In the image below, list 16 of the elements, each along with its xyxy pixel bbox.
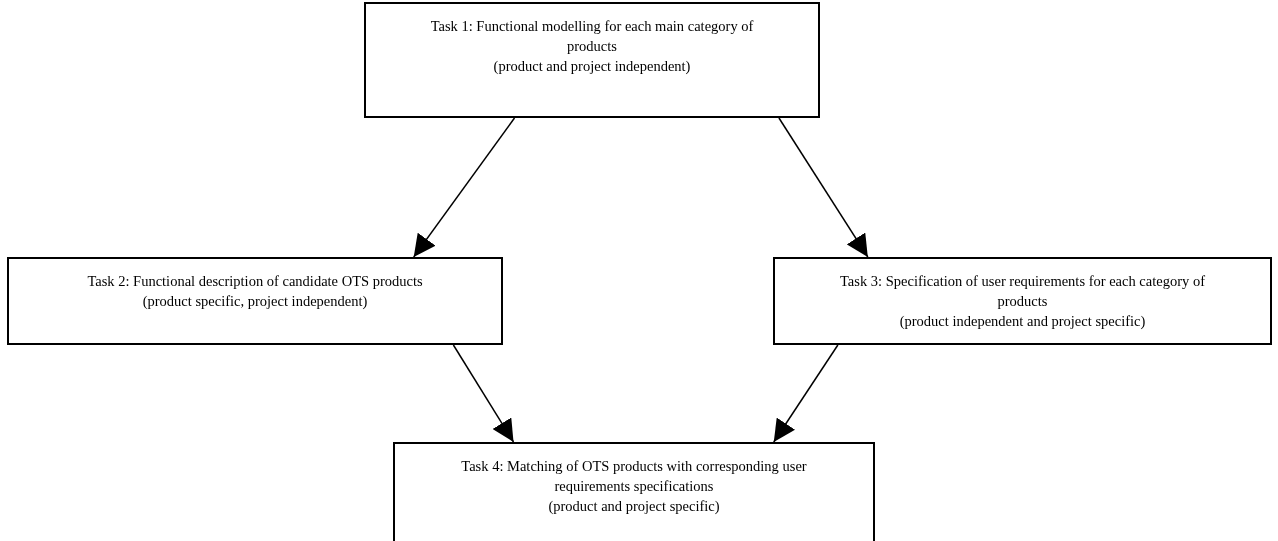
task-title: Task 3: Specification of user requirements for each category of products: [839, 272, 1206, 311]
process-box: [393, 442, 875, 541]
task-title: Task 1: Functional modelling for each main category of products: [429, 17, 755, 56]
task-scope: (product specific, project independent): [142, 292, 368, 311]
process-box: [773, 257, 1272, 345]
task-scope: (product and project independent): [493, 57, 691, 76]
arrow: [778, 117, 869, 258]
arrow: [773, 344, 839, 443]
task-scope: (product and project specific): [548, 497, 720, 516]
task-scope: (product independent and project specific): [899, 312, 1146, 331]
process-box: [364, 2, 820, 118]
process-box: [7, 257, 503, 345]
arrow: [412, 117, 516, 258]
arrow: [452, 344, 515, 443]
task-title: Task 4: Matching of OTS products with corresponding user requirements specifications: [460, 457, 808, 496]
task-title: Task 2: Functional description of candidate OTS products: [87, 272, 423, 291]
